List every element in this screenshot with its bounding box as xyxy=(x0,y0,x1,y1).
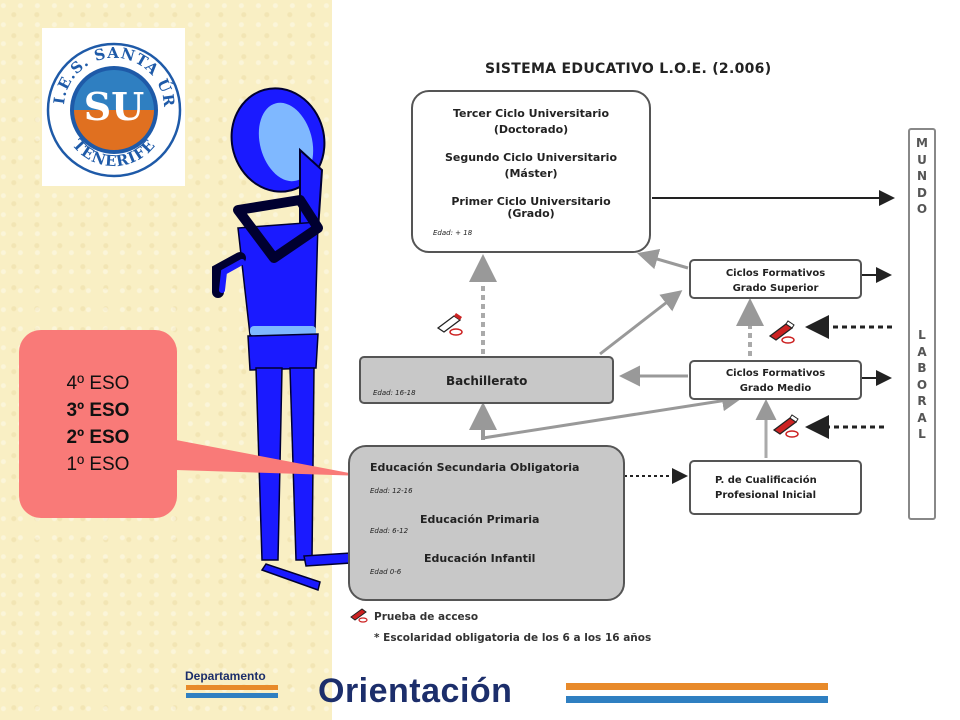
bubble-line-3eso: 3º ESO xyxy=(66,400,130,421)
bubble-line-4eso: 4º ESO xyxy=(66,373,130,394)
legend-prueba-acceso: Prueba de acceso xyxy=(374,611,479,623)
footer-departamento: Departamento xyxy=(185,669,266,683)
infantil-age: Edad 0-6 xyxy=(370,568,402,576)
university-line-primer-ciclo: Primer Ciclo Universitario xyxy=(451,195,611,208)
university-age: Edad: + 18 xyxy=(433,229,473,237)
university-line-tercer-ciclo: Tercer Ciclo Universitario xyxy=(452,107,610,120)
footer-blue-stripe-left xyxy=(186,693,278,698)
infantil-label: Educación Infantil xyxy=(424,552,536,565)
primaria-age: Edad: 6-12 xyxy=(370,527,409,535)
pcpi-line2: Profesional Inicial xyxy=(715,490,817,501)
cfgs-box: Ciclos Formativos Grado Superior xyxy=(689,259,862,299)
mundo-laboral-column: M U N D O L A B O R A L xyxy=(908,128,936,520)
footer-orange-stripe-right xyxy=(566,683,828,690)
bachillerato-box: Bachillerato Edad: 16-18 xyxy=(359,356,614,404)
cfgs-line2: Grado Superior xyxy=(732,283,819,294)
legend-pencil-icon xyxy=(350,608,368,623)
laboral-letter: O xyxy=(916,377,928,392)
university-line-master: (Máster) xyxy=(504,167,558,180)
laboral-letter: A xyxy=(917,410,927,425)
logo-monogram: SU xyxy=(84,84,145,129)
pencil-icon xyxy=(436,313,463,336)
bubble-pointer xyxy=(176,440,365,476)
footer-orientacion: Orientación xyxy=(318,672,513,710)
mundo-letter: N xyxy=(916,169,928,183)
bubble-line-1eso: 1º ESO xyxy=(66,454,130,475)
diagram-title: SISTEMA EDUCATIVO L.O.E. (2.006) xyxy=(485,61,772,77)
obligatoria-box: Educación Secundaria Obligatoria Edad: 1… xyxy=(348,445,625,601)
cfgm-line2: Grado Medio xyxy=(739,383,812,394)
mundo-letter: D xyxy=(917,185,927,200)
university-box: Tercer Ciclo Universitario (Doctorado) S… xyxy=(411,90,651,253)
eso-courses-bubble: 4º ESO 3º ESO 2º ESO 1º ESO xyxy=(19,330,177,518)
mundo-letter: U xyxy=(917,152,927,167)
pcpi-box: P. de Cualificación Profesional Inicial xyxy=(689,460,862,515)
pencil-icon xyxy=(768,320,795,344)
cfgs-line1: Ciclos Formativos xyxy=(725,268,826,279)
university-line-grado: (Grado) xyxy=(507,207,555,220)
pcpi-line1: P. de Cualificación xyxy=(715,475,817,486)
school-logo: I.E.S. SANTA ÚRSULA TENERIFE SU xyxy=(35,14,185,186)
laboral-letter: L xyxy=(918,328,926,342)
mundo-letter: O xyxy=(916,202,928,216)
legend-escolaridad: * Escolaridad obligatoria de los 6 a los… xyxy=(374,632,652,644)
university-line-segundo-ciclo: Segundo Ciclo Universitario xyxy=(444,151,618,164)
footer-blue-stripe-right xyxy=(566,696,828,703)
cfgm-line1: Ciclos Formativos xyxy=(725,368,826,379)
mundo-letter: M xyxy=(916,136,928,150)
laboral-letter: A xyxy=(917,344,927,359)
primaria-label: Educación Primaria xyxy=(420,513,540,526)
laboral-letter: R xyxy=(917,394,927,408)
figure-belt xyxy=(250,326,316,336)
cfgm-box: Ciclos Formativos Grado Medio xyxy=(689,360,862,400)
university-line-doctorado: (Doctorado) xyxy=(493,123,569,136)
logo-emblem: I.E.S. SANTA ÚRSULA TENERIFE SU xyxy=(35,14,182,178)
eso-label: Educación Secundaria Obligatoria xyxy=(370,461,580,474)
pencil-icon xyxy=(772,414,799,438)
bachillerato-age: Edad: 16-18 xyxy=(373,389,416,397)
laboral-letter: B xyxy=(917,361,927,375)
laboral-letter: L xyxy=(918,427,926,441)
bubble-line-2eso: 2º ESO xyxy=(66,427,130,448)
eso-age: Edad: 12-16 xyxy=(370,487,413,495)
footer-orange-stripe-left xyxy=(186,685,278,690)
bachillerato-label: Bachillerato xyxy=(446,374,528,388)
